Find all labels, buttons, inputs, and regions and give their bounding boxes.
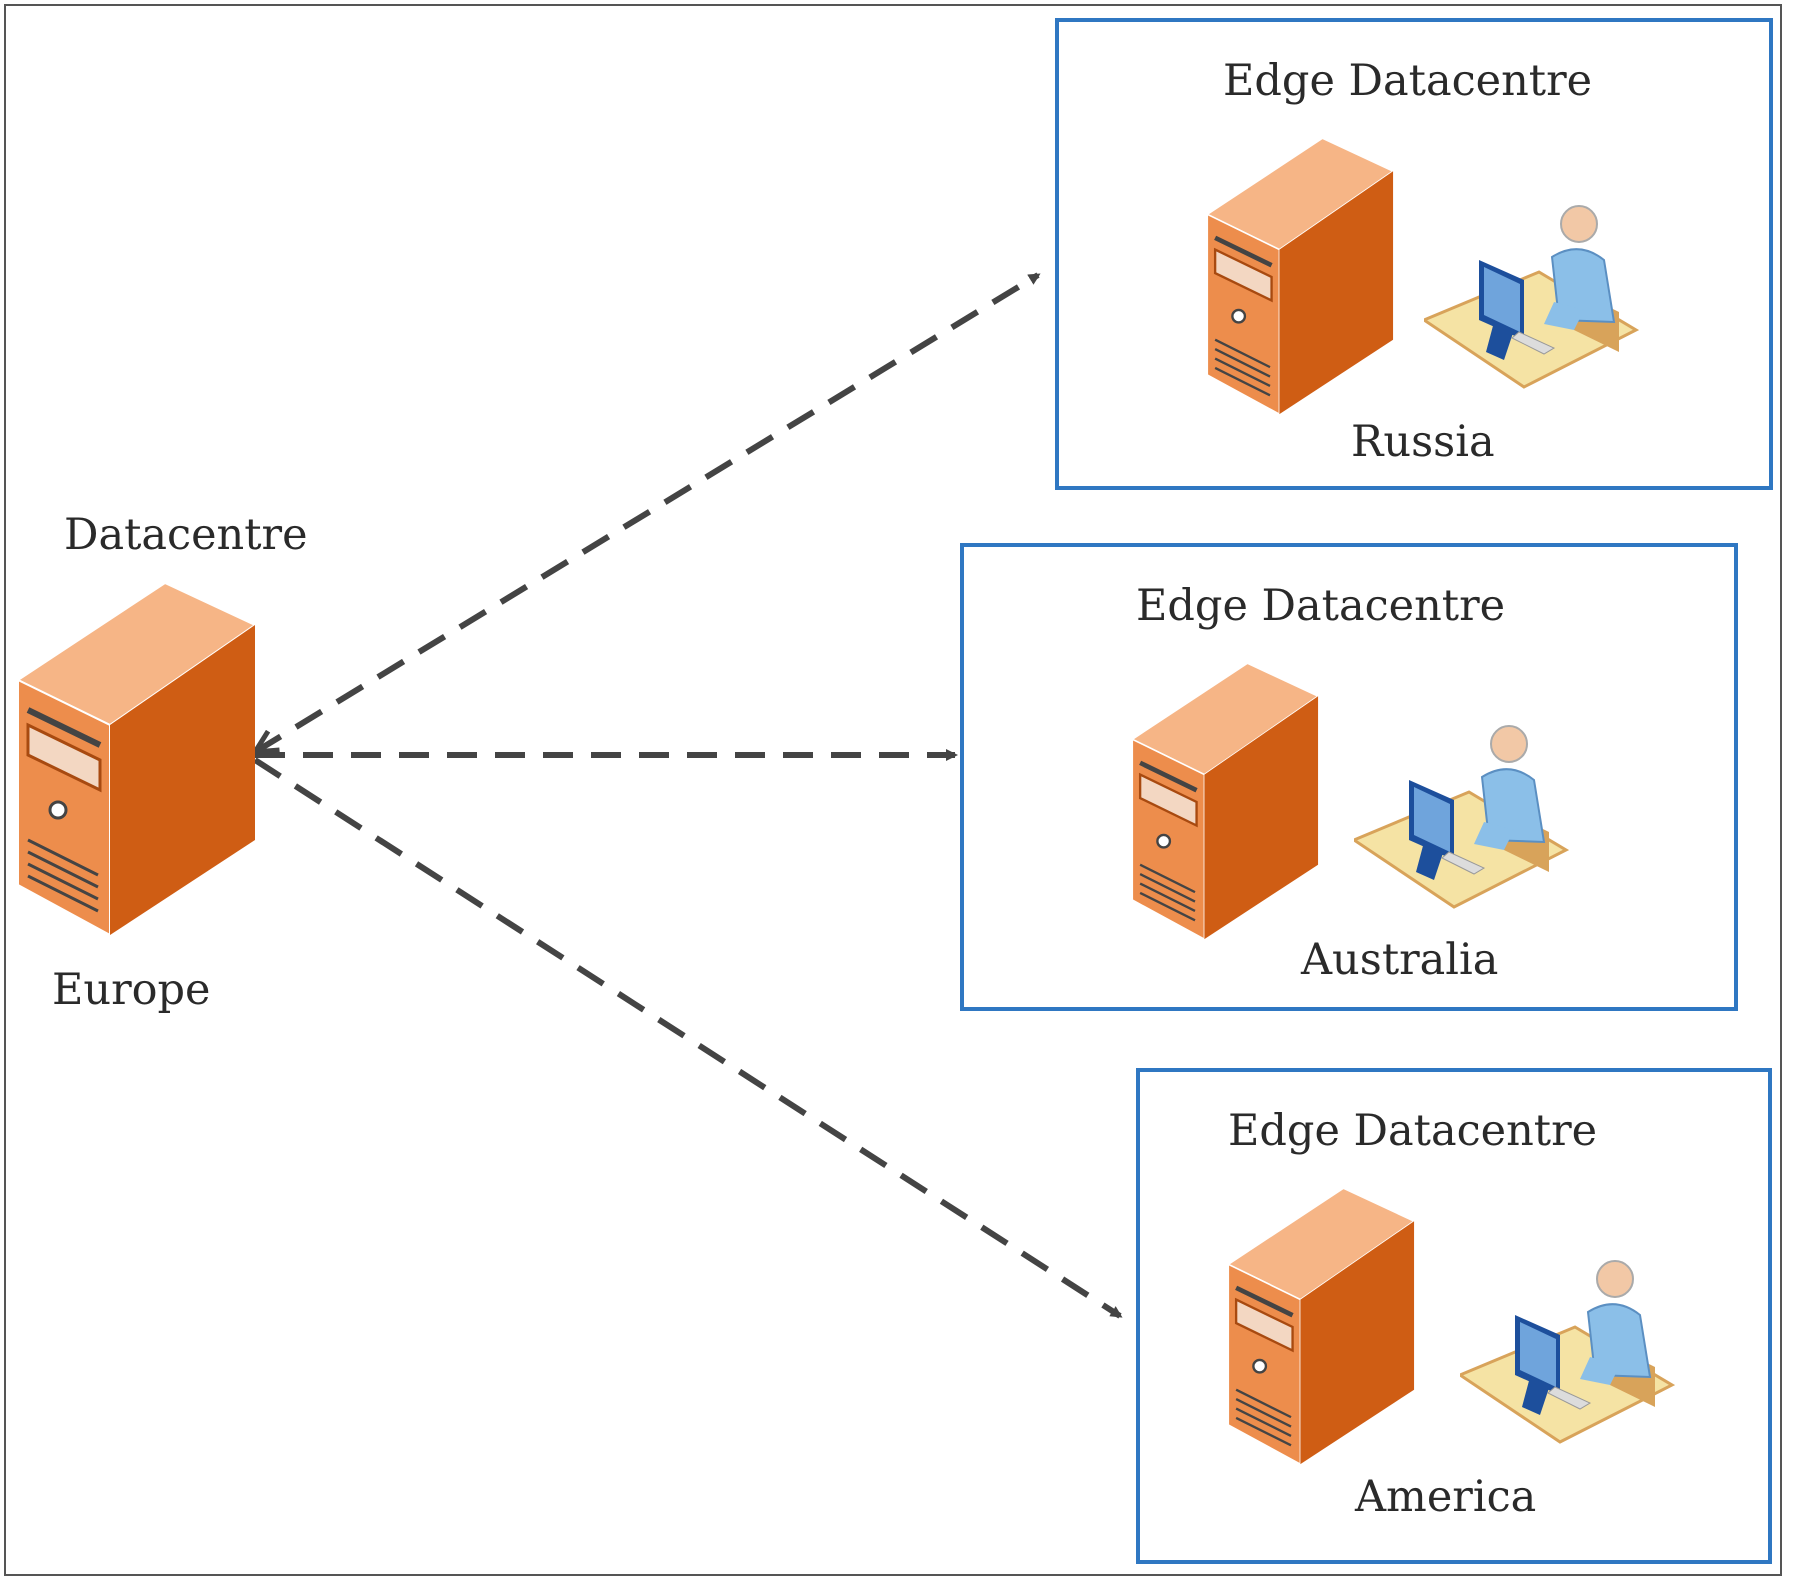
server-icon bbox=[1130, 662, 1320, 941]
workstation-user-icon bbox=[1460, 1260, 1675, 1444]
edge-location: Russia bbox=[1351, 417, 1495, 467]
edge-box-russia: Edge Datacentre Russia bbox=[1055, 18, 1773, 490]
diagram-frame bbox=[4, 4, 1782, 1576]
workstation-user-icon bbox=[1424, 205, 1639, 389]
edge-location: Australia bbox=[1301, 935, 1499, 985]
arrow-to-russia bbox=[255, 272, 1038, 752]
workstation-user-icon bbox=[1354, 725, 1569, 909]
arrow-to-america bbox=[253, 757, 1123, 1319]
edge-title: Edge Datacentre bbox=[1136, 581, 1506, 631]
central-location: Europe bbox=[52, 965, 211, 1015]
edge-title: Edge Datacentre bbox=[1228, 1106, 1598, 1156]
server-icon bbox=[1205, 137, 1395, 416]
edge-title: Edge Datacentre bbox=[1223, 56, 1593, 106]
server-icon bbox=[1226, 1187, 1416, 1466]
edge-location: America bbox=[1355, 1472, 1537, 1522]
edge-box-australia: Edge Datacentre Australia bbox=[960, 543, 1738, 1011]
server-icon bbox=[15, 581, 258, 937]
central-title: Datacentre bbox=[64, 510, 308, 560]
edge-box-america: Edge Datacentre America bbox=[1136, 1068, 1772, 1564]
